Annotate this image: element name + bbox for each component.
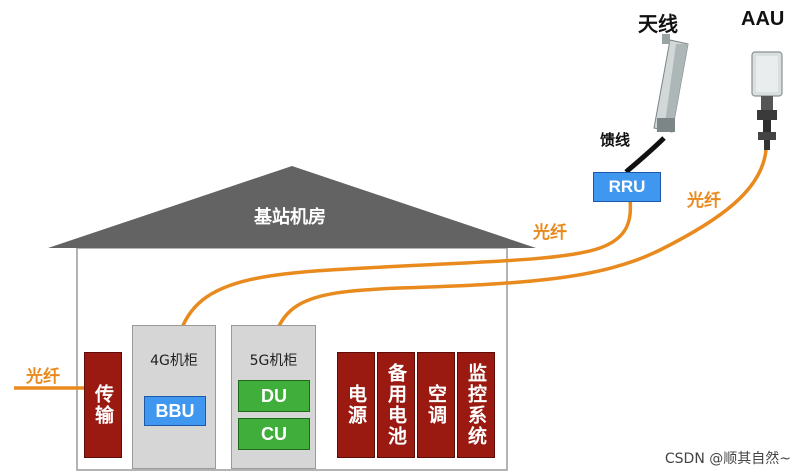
building-title: 基站机房 bbox=[254, 207, 326, 228]
du-unit: DU bbox=[238, 380, 310, 412]
fiber-label-aau: 光纤 bbox=[687, 191, 721, 211]
cu-unit: CU bbox=[238, 418, 310, 450]
battery-equipment: 备用电池 bbox=[377, 352, 415, 458]
cabinet-4g-title: 4G机柜 bbox=[150, 353, 198, 369]
aircon-equipment: 空调 bbox=[417, 352, 455, 458]
fiber-bbu-rru bbox=[170, 199, 633, 399]
cabinet-5g-title: 5G机柜 bbox=[249, 353, 298, 369]
bbu-unit: BBU bbox=[144, 396, 206, 426]
rru-unit: RRU bbox=[593, 172, 661, 202]
watermark: CSDN @顺其自然~ bbox=[664, 451, 791, 467]
fiber-label-rru: 光纤 bbox=[533, 223, 567, 243]
antenna-icon bbox=[653, 34, 689, 133]
transport-equipment: 传输 bbox=[84, 352, 122, 458]
monitor-equipment: 监控系统 bbox=[457, 352, 495, 458]
fiber-label-left: 光纤 bbox=[26, 367, 60, 387]
aau-label: AAU bbox=[741, 8, 785, 30]
antenna-label: 天线 bbox=[638, 12, 678, 36]
building-roof bbox=[48, 166, 536, 248]
fiber-du-aau bbox=[268, 149, 768, 381]
aau-icon bbox=[751, 51, 783, 150]
feeder-label: 馈线 bbox=[600, 131, 631, 149]
power-equipment: 电源 bbox=[337, 352, 375, 458]
feeder-cable bbox=[624, 136, 666, 174]
